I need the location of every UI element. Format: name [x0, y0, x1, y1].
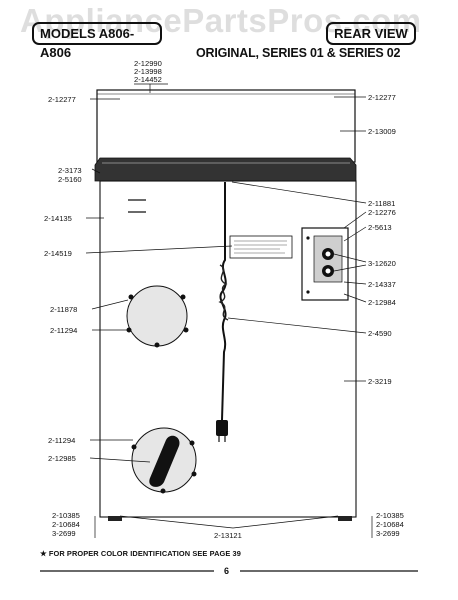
label-left-grill: 2-11294	[50, 326, 77, 335]
leader-bottom-center-2	[232, 515, 339, 529]
lower-cover-tab-4	[160, 488, 166, 494]
right-foot	[338, 516, 352, 521]
lower-cover-tab-2	[189, 440, 195, 446]
label-left-edge-1: 2-3173	[58, 166, 82, 175]
label-right-stack-3: 3-12620	[368, 259, 396, 268]
leader-right-4	[343, 281, 367, 285]
cold-inlet-inner	[325, 268, 331, 274]
leader-left-lower-2	[89, 457, 151, 463]
leader-right-2	[343, 226, 367, 242]
cabinet-top-edge	[94, 157, 357, 182]
drain-slot	[149, 435, 180, 487]
model-label-box: MODELS A806-A806	[32, 22, 162, 60]
leader-decal	[85, 245, 233, 254]
label-cabinet-right: 2-3219	[368, 377, 392, 386]
upper-access-cover	[126, 285, 188, 347]
label-bottom-left-3: 3-2699	[52, 529, 76, 538]
label-bottom-right-3: 3-2699	[376, 529, 400, 538]
leader-left-edge	[91, 168, 101, 174]
power-plug	[216, 420, 228, 436]
label-top-stack-3: 2-14452	[134, 75, 162, 84]
label-cabinet-left: 2-14135	[44, 214, 72, 223]
label-left-drain: 2-11878	[50, 305, 77, 314]
leader-right-5	[343, 293, 367, 303]
label-bottom-right-2: 2-10684	[376, 520, 404, 529]
label-left-edge-2: 2-5160	[58, 175, 82, 184]
leader-right-3b	[333, 264, 367, 272]
label-edge-seal: 2-11881	[368, 199, 395, 208]
upper-cover-tab-3	[154, 342, 160, 348]
label-bottom-right-1: 2-10385	[376, 511, 404, 520]
bracket-screw-top	[306, 236, 310, 240]
leader-left-drain	[91, 299, 129, 310]
upper-cover-tab-5	[183, 327, 189, 333]
label-cord: 2-4590	[368, 329, 392, 338]
label-right-stack-5: 2-12984	[368, 298, 396, 307]
leader-edge-seal	[231, 181, 367, 204]
page-number: 6	[224, 566, 230, 576]
upper-cover-tab-2	[180, 294, 186, 300]
label-top-stack-1: 2-12990	[134, 59, 162, 68]
label-left-top: 2-12277	[48, 95, 76, 104]
hot-inlet-inner	[325, 251, 331, 257]
label-right-top: 2-12277	[368, 93, 396, 102]
power-cord-coil	[218, 264, 229, 321]
label-right-stack-4: 2-14337	[368, 280, 396, 289]
view-label-box: REAR VIEW	[326, 22, 416, 45]
label-right-panel: 2-13009	[368, 127, 396, 136]
label-top-stack-2: 2-13998	[134, 67, 162, 76]
label-decal: 2-14519	[44, 249, 72, 258]
label-bottom-center: 2-13121	[214, 531, 242, 540]
leader-right-3a	[333, 253, 367, 263]
label-right-stack-1: 2-12276	[368, 208, 396, 217]
left-foot	[108, 516, 122, 521]
label-left-lower-1: 2-11294	[48, 436, 75, 445]
watermark-text: AppliancePartsPros.com	[20, 2, 422, 39]
label-right-stack-2: 2-5613	[368, 223, 392, 232]
leader-right-1	[343, 211, 367, 229]
label-bottom-left-1: 2-10385	[52, 511, 80, 520]
leader-bottom-center-1	[119, 515, 234, 529]
leader-cord	[227, 317, 367, 334]
power-cord	[219, 182, 227, 421]
label-bottom-left-2: 2-10684	[52, 520, 80, 529]
lower-cover-tab-1	[131, 444, 137, 450]
upper-cover-tab-4	[126, 327, 132, 333]
label-left-lower-2: 2-12985	[48, 454, 76, 463]
series-subtitle: ORIGINAL, SERIES 01 & SERIES 02	[196, 46, 401, 60]
warning-decal	[229, 235, 293, 259]
upper-cover-tab-1	[128, 294, 134, 300]
bracket-screw-bottom	[306, 290, 310, 294]
lower-cover-tab-3	[191, 471, 197, 477]
console-back-panel	[96, 89, 356, 163]
color-footnote: ★ FOR PROPER COLOR IDENTIFICATION SEE PA…	[40, 549, 241, 558]
